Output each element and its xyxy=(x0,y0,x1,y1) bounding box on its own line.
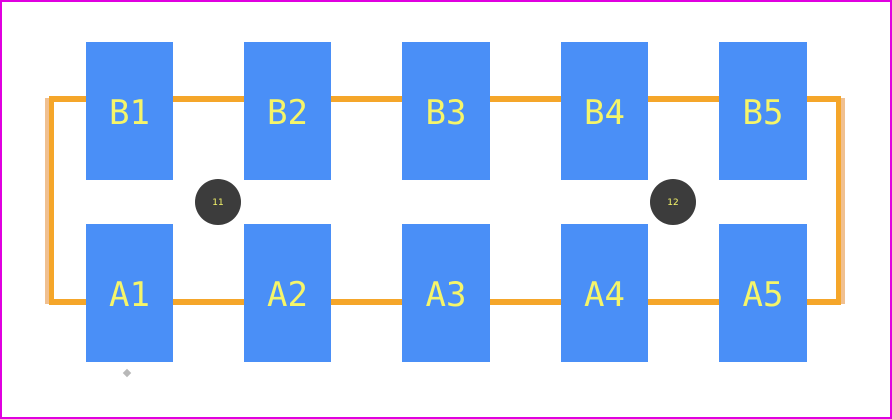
mounting-hole-11-shape xyxy=(195,179,241,225)
pad-b3[interactable]: B3 xyxy=(402,42,490,180)
pad-row-bottom: A1 A2 A3 A4 A5 xyxy=(86,224,807,362)
mounting-hole-11-label: 11 xyxy=(212,198,223,208)
pad-a2-label: A2 xyxy=(267,275,308,315)
origin-marker-icon xyxy=(122,368,132,378)
silkscreen-left-line xyxy=(49,96,54,305)
silkscreen-right-line xyxy=(836,96,841,305)
pad-b2-shape xyxy=(244,42,331,180)
pad-b1[interactable]: B1 xyxy=(86,42,173,180)
pad-b4-shape xyxy=(561,42,648,180)
courtyard-left-edge xyxy=(45,98,49,304)
pad-b5[interactable]: B5 xyxy=(719,42,807,180)
pad-row-top: B1 B2 B3 B4 B5 xyxy=(86,42,807,180)
pad-b3-label: B3 xyxy=(426,93,467,133)
pad-a2-shape xyxy=(244,224,331,362)
courtyard-right-edge xyxy=(841,98,845,304)
pad-a4[interactable]: A4 xyxy=(561,224,648,362)
pad-b4-label: B4 xyxy=(584,93,625,133)
pad-b1-shape xyxy=(86,42,173,180)
pad-b5-shape xyxy=(719,42,807,180)
mounting-hole-12-shape xyxy=(650,179,696,225)
pad-a3[interactable]: A3 xyxy=(402,224,490,362)
pad-a1[interactable]: A1 xyxy=(86,224,173,362)
mounting-hole-11[interactable]: 11 xyxy=(195,179,241,225)
pad-a4-label: A4 xyxy=(584,275,625,315)
pad-a3-label: A3 xyxy=(426,275,467,315)
pad-b1-label: B1 xyxy=(109,93,150,133)
pad-b3-shape xyxy=(402,42,490,180)
mounting-hole-12[interactable]: 12 xyxy=(650,179,696,225)
pad-b5-label: B5 xyxy=(743,93,784,133)
pad-a5-label: A5 xyxy=(743,275,784,315)
pad-b2[interactable]: B2 xyxy=(244,42,331,180)
pad-a1-label: A1 xyxy=(109,275,150,315)
pad-a1-shape xyxy=(86,224,173,362)
pad-a4-shape xyxy=(561,224,648,362)
pad-a2[interactable]: A2 xyxy=(244,224,331,362)
pad-a3-shape xyxy=(402,224,490,362)
mounting-hole-12-label: 12 xyxy=(667,198,678,208)
pad-a5-shape xyxy=(719,224,807,362)
pad-b4[interactable]: B4 xyxy=(561,42,648,180)
pad-a5[interactable]: A5 xyxy=(719,224,807,362)
pad-b2-label: B2 xyxy=(267,93,308,133)
